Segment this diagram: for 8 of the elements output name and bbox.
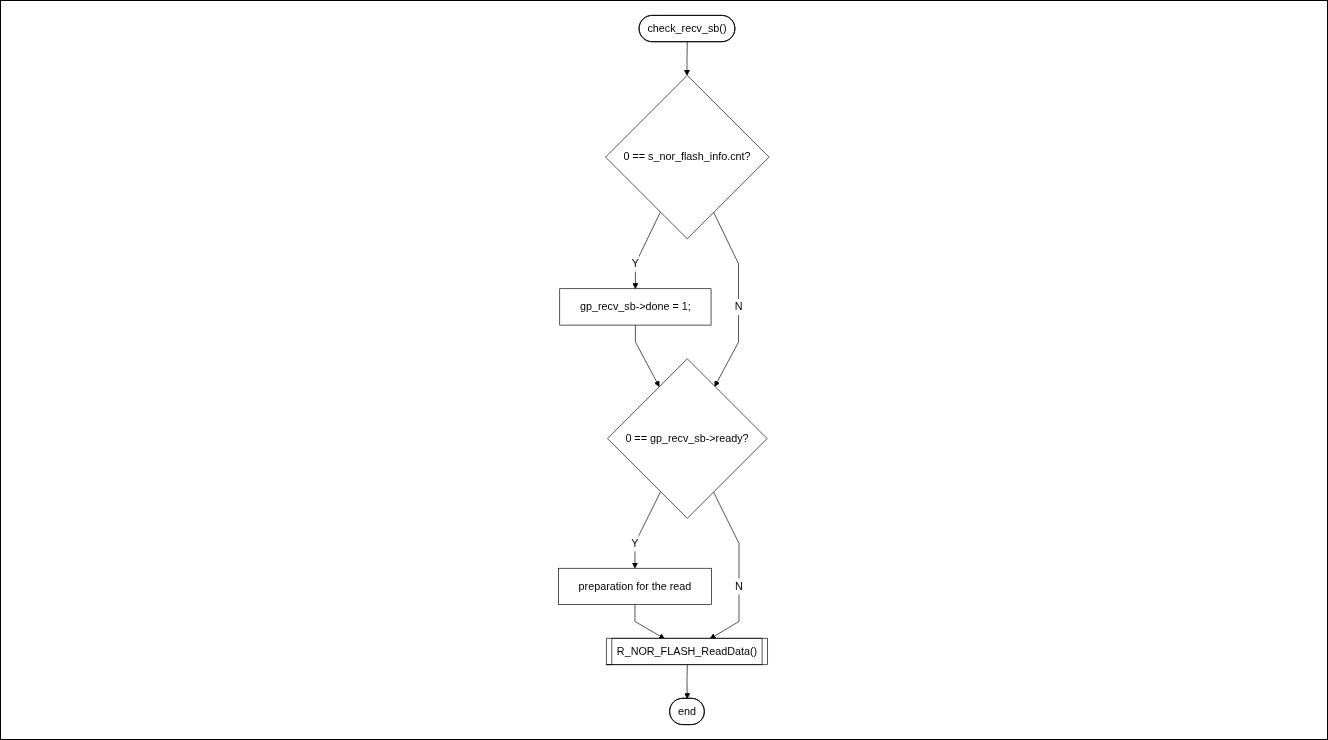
- node-box: gp_recv_sb->done = 1;: [559, 288, 712, 326]
- node-diamond: 0 == s_nor_flash_info.cnt?: [605, 75, 770, 240]
- node-box: preparation for the read: [558, 567, 713, 605]
- edge-label: Y: [632, 257, 640, 270]
- edge-label: Y: [631, 537, 639, 549]
- node-diamond: 0 == gp_recv_sb->ready?: [607, 358, 768, 519]
- edge-label: N: [735, 580, 744, 592]
- edge-label: N: [734, 300, 743, 313]
